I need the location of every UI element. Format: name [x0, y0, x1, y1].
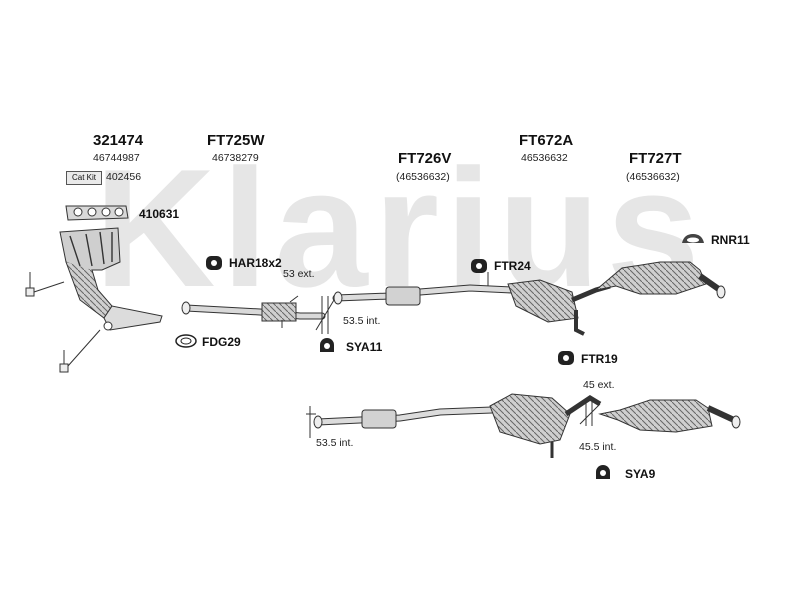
clamp-icon	[320, 338, 334, 352]
rubber-hanger-icon	[206, 256, 222, 270]
fitting-FTR24: FTR24	[494, 259, 531, 273]
part-ref-FT672A: 46536632	[521, 152, 568, 164]
rubber-hanger-icon	[471, 259, 487, 273]
rubber-ring-icon	[682, 234, 704, 243]
part-code-FT727T: FT727T	[629, 150, 682, 167]
lower-alternative-system-drawing	[306, 393, 741, 458]
dimension-53-ext: 53 ext.	[283, 268, 315, 280]
part-ref-FT725W: 46738279	[212, 152, 259, 164]
centre-rear-system-drawing	[332, 261, 726, 336]
part-code-321474: 321474	[93, 132, 144, 149]
fitting-HAR18x2: HAR18x2	[229, 256, 282, 270]
dimension-45-5-int: 45.5 int.	[579, 441, 617, 453]
part-code-FT725W: FT725W	[207, 132, 265, 149]
fitting-FTR19: FTR19	[581, 352, 618, 366]
part-code-FT672A: FT672A	[519, 132, 574, 149]
part-ref-321474: 46744987	[93, 152, 140, 164]
clamp-icon	[596, 465, 610, 479]
front-pipe-FT725W-drawing	[181, 295, 326, 328]
klarius-watermark-logo: Klarius	[94, 158, 706, 308]
gasket-410631-drawing	[65, 205, 129, 221]
rubber-hanger-icon	[558, 351, 574, 365]
gasket-ring-icon	[175, 334, 197, 348]
fitting-SYA9: SYA9	[625, 467, 656, 481]
part-code-FT726V: FT726V	[398, 150, 452, 167]
fitting-RNR11: RNR11	[711, 233, 750, 247]
dimension-45-ext: 45 ext.	[583, 379, 615, 391]
dimension-53-5-int-top: 53.5 int.	[343, 315, 381, 327]
part-ref-FT726V: (46536632)	[396, 171, 450, 183]
dimension-53-5-int-bottom: 53.5 int.	[316, 437, 354, 449]
fitting-SYA11: SYA11	[346, 340, 383, 354]
cat-kit-ref: 402456	[106, 171, 142, 183]
watermark-text: Klarius	[94, 158, 706, 308]
fitting-FDG29: FDG29	[202, 335, 241, 349]
cat-kit-badge: Cat Kit	[66, 171, 102, 185]
manifold-catalyst-321474-drawing	[25, 227, 163, 373]
part-code-410631: 410631	[139, 207, 180, 221]
joint-marks-top	[315, 296, 335, 334]
part-ref-FT727T: (46536632)	[626, 171, 680, 183]
